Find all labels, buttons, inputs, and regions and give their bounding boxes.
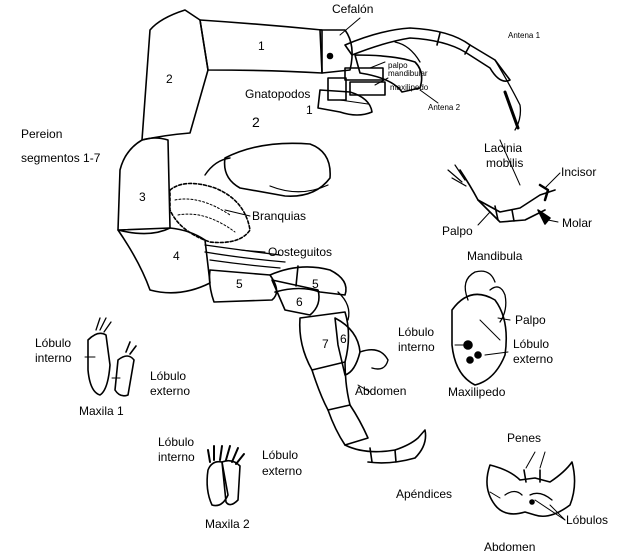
label-abdomen-main: Abdomen (355, 385, 406, 397)
label-maxila-2: Maxila 2 (205, 518, 250, 530)
label-segment-3: 3 (139, 191, 146, 203)
label-gnatopodos: Gnatopodos (245, 88, 310, 100)
pereion-segment-2 (142, 10, 208, 140)
pereopod-7-and-abdomen (312, 362, 426, 463)
maxilla-2-detail (207, 446, 244, 506)
label-gnatopodo-2: 2 (252, 115, 260, 129)
pereion-segment-5 (210, 270, 277, 302)
label-segment-1: 1 (258, 40, 265, 52)
label-branquias: Branquias (252, 210, 306, 222)
label-pereion-segmentos: segmentos 1-7 (21, 152, 100, 164)
label-molar: Molar (562, 217, 592, 229)
label-lobulo-interno-maxila2: Lóbulo (158, 436, 194, 448)
label-incisor: Incisor (561, 166, 596, 178)
label-lobulo-interno-maxilipedo: Lóbulo (398, 326, 434, 338)
label-lobulos: Lóbulos (566, 514, 608, 526)
label-mandibula: Mandibula (467, 250, 522, 262)
label-interno-maxila1: interno (35, 352, 72, 364)
label-externo-maxilipedo: externo (513, 353, 553, 365)
label-palpo-mandibula: Palpo (442, 225, 473, 237)
label-segment-7: 7 (322, 338, 329, 350)
label-maxilipedo-small: maxilipedo (390, 84, 428, 92)
label-oosteguitos: Oosteguitos (268, 246, 332, 258)
label-lacinia-mobilis: mobilis (486, 157, 523, 169)
label-interno-maxilipedo: interno (398, 341, 435, 353)
label-segment-2: 2 (166, 73, 173, 85)
label-palpo-mandibular: palpo mandibular (388, 62, 434, 78)
maxilliped-detail (452, 271, 506, 385)
label-antena-1: Antena 1 (508, 32, 540, 40)
label-pereion: Pereion (21, 128, 62, 140)
label-leg-5: 5 (312, 278, 319, 290)
label-segment-5: 5 (236, 278, 243, 290)
gnathopod-1 (318, 90, 372, 115)
eye-icon (328, 54, 333, 59)
pereopod-5 (270, 266, 349, 320)
label-segment-6: 6 (296, 296, 303, 308)
label-maxilipedo: Maxilipedo (448, 386, 505, 398)
gnathopod-2 (205, 143, 330, 196)
label-lobulo-externo-maxila1: Lóbulo (150, 370, 186, 382)
antenna-1 (345, 28, 520, 130)
label-maxila-1: Maxila 1 (79, 405, 124, 417)
label-cefalon: Cefalón (332, 3, 373, 15)
label-apendices: Apéndices (396, 488, 452, 500)
label-penes: Penes (507, 432, 541, 444)
label-interno-maxila2: interno (158, 451, 195, 463)
label-lobulo-externo-maxilipedo: Lóbulo (513, 338, 549, 350)
abdomen-bottom-detail (487, 462, 575, 516)
label-antena-2: Antena 2 (428, 104, 460, 112)
label-leg-6: 6 (340, 333, 347, 345)
label-lobulo-interno-maxila1: Lóbulo (35, 337, 71, 349)
label-segment-4: 4 (173, 250, 180, 262)
label-gnatopodo-1: 1 (306, 104, 313, 116)
label-externo-maxila1: externo (150, 385, 190, 397)
pereion-segment-3 (118, 138, 170, 234)
label-lobulo-externo-maxila2: Lóbulo (262, 449, 298, 461)
label-lacinia: Lacinia (484, 142, 522, 154)
head-cefalon (320, 30, 352, 73)
pereopod-6 (335, 318, 388, 375)
mandible-detail (448, 165, 555, 224)
label-externo-maxila2: externo (262, 465, 302, 477)
label-abdomen-bottom: Abdomen (484, 541, 535, 553)
pereion-segment-4 (118, 228, 210, 293)
label-palpo-maxilipedo: Palpo (515, 314, 546, 326)
